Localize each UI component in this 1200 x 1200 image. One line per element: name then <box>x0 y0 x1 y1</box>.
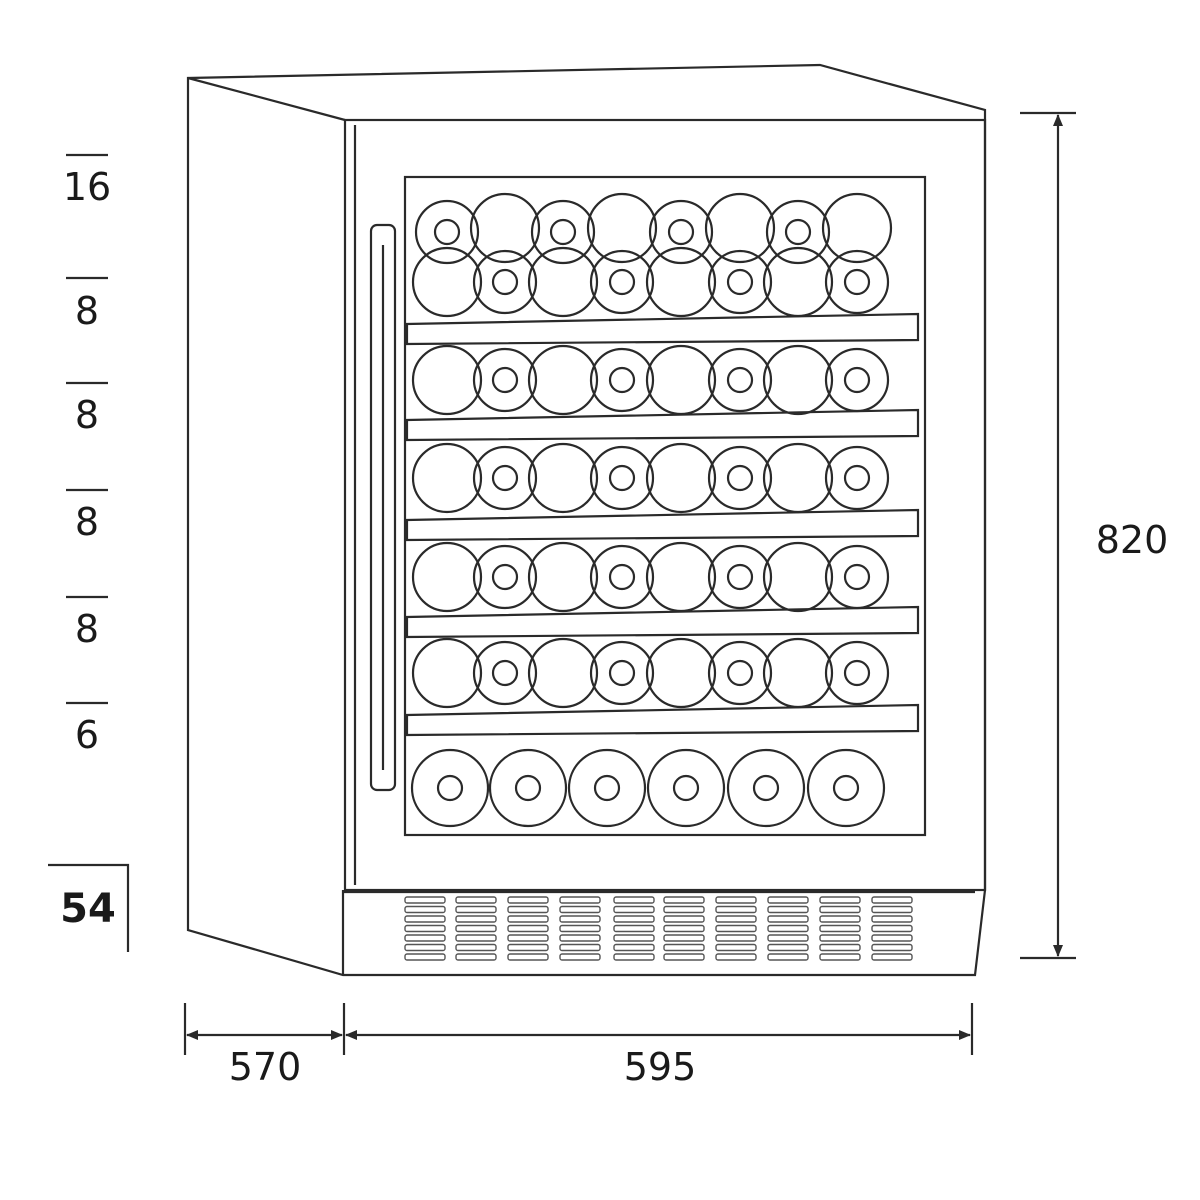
bottle-base <box>645 344 717 416</box>
bottle-base <box>527 344 599 416</box>
bottle-base <box>704 192 776 264</box>
bottle-base <box>645 246 717 318</box>
shelf <box>405 605 920 639</box>
bottle-neck <box>488 748 568 828</box>
shelf <box>405 703 920 737</box>
bottle-neck <box>707 544 773 610</box>
height-label: 820 <box>1096 518 1169 562</box>
bottle-neck <box>589 445 655 511</box>
bottle-neck <box>707 445 773 511</box>
row-label: 16 <box>63 165 111 209</box>
vent-slot-column <box>455 896 497 961</box>
plinth-height-label: 54 <box>60 886 116 932</box>
shelf <box>405 408 920 442</box>
row-label: 8 <box>75 289 99 333</box>
ventilation-grille <box>343 890 975 961</box>
depth-label: 570 <box>229 1045 302 1089</box>
row-label: 8 <box>75 393 99 437</box>
cabinet <box>186 63 987 977</box>
door-handle[interactable] <box>369 223 397 792</box>
shelves <box>405 312 920 737</box>
bottle-neck <box>530 199 596 265</box>
bottle-base <box>821 192 893 264</box>
bottle-base <box>762 246 834 318</box>
bottle-base <box>645 637 717 709</box>
vent-slot-column <box>663 896 705 961</box>
bottle-neck <box>589 640 655 706</box>
bottle-neck <box>472 640 538 706</box>
bottle-neck <box>646 748 726 828</box>
bottle-base <box>527 246 599 318</box>
bottle-neck <box>589 249 655 315</box>
door-frame <box>343 118 987 892</box>
vent-slot-column <box>871 896 913 961</box>
bottle-base <box>645 442 717 514</box>
bottle-neck <box>824 544 890 610</box>
vent-slot-column <box>507 896 549 961</box>
bottle-neck <box>707 249 773 315</box>
depth-dimension: 570 <box>183 1003 346 1089</box>
vent-slot-column <box>767 896 809 961</box>
bottle-neck <box>824 640 890 706</box>
vent-slot-column <box>404 896 446 961</box>
bottle-neck <box>589 347 655 413</box>
row-label: 8 <box>75 607 99 651</box>
cabinet-outline <box>186 63 987 977</box>
bottle-neck <box>472 544 538 610</box>
bottle-base <box>411 246 483 318</box>
bottle-neck <box>648 199 714 265</box>
width-label: 595 <box>624 1045 697 1089</box>
bottle-neck <box>806 748 886 828</box>
bottle-base <box>762 541 834 613</box>
bottle-base <box>762 442 834 514</box>
bottle-base <box>527 442 599 514</box>
bottle-neck <box>824 249 890 315</box>
bottle-neck <box>567 748 647 828</box>
bottle-base <box>411 541 483 613</box>
bottle-base <box>411 637 483 709</box>
width-dimension: 595 <box>345 1003 974 1089</box>
bottle-neck <box>765 199 831 265</box>
bottle-base <box>527 637 599 709</box>
door <box>343 118 987 892</box>
bottle-base <box>586 192 658 264</box>
bottle-neck <box>472 249 538 315</box>
bottle-neck <box>414 199 480 265</box>
shelf <box>405 312 920 346</box>
bottle-base <box>762 344 834 416</box>
bottle-base <box>411 442 483 514</box>
bottle-neck <box>472 445 538 511</box>
row-label: 6 <box>75 713 99 757</box>
bottle-neck <box>707 347 773 413</box>
bottle-neck <box>707 640 773 706</box>
bottle-base <box>645 541 717 613</box>
bottle-base <box>762 637 834 709</box>
vent-slot-column <box>715 896 757 961</box>
row-label: 8 <box>75 500 99 544</box>
vent-slot-column <box>613 896 655 961</box>
bottle-neck <box>824 445 890 511</box>
vent-slot-column <box>819 896 861 961</box>
bottle-neck <box>726 748 806 828</box>
bottle-base <box>411 344 483 416</box>
glass-panel <box>403 175 927 837</box>
vent-slot-column <box>559 896 601 961</box>
bottle-neck <box>589 544 655 610</box>
height-dimension: 820 <box>1020 111 1169 960</box>
bottle-neck <box>824 347 890 413</box>
row-capacity-labels: 16 8 8 8 8 6 54 <box>48 153 130 952</box>
bottle-base <box>527 541 599 613</box>
bottle-neck <box>472 347 538 413</box>
bottles <box>410 192 893 828</box>
shelf <box>405 508 920 542</box>
bottle-neck <box>410 748 490 828</box>
bottle-base <box>469 192 541 264</box>
